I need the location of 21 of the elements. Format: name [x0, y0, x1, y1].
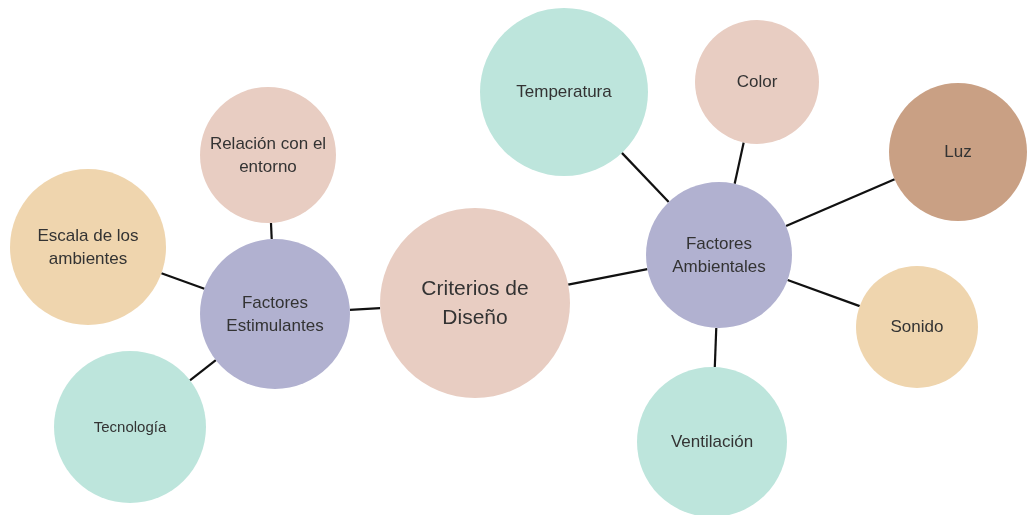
- connector-line: [733, 142, 745, 184]
- topic-label: Tecnología: [93, 416, 167, 437]
- connector-line: [785, 178, 896, 228]
- topic-label: Relación con el entorno: [208, 132, 328, 178]
- topic-label: Escala de los ambientes: [36, 224, 140, 270]
- topic-label: Luz: [944, 141, 972, 164]
- connector-line: [189, 359, 217, 382]
- connector-line: [621, 152, 670, 203]
- connector-line: [787, 278, 861, 308]
- topic-label: Color: [736, 71, 778, 94]
- topic-label: Factores Ambientales: [671, 232, 767, 278]
- topic-label: Sonido: [890, 316, 944, 339]
- connector-line: [349, 307, 381, 311]
- topic-label: Criterios de Diseño: [420, 275, 530, 330]
- connector-line: [713, 327, 718, 368]
- topic-label: Ventilación: [670, 431, 754, 454]
- topic-label: Temperatura: [516, 81, 612, 104]
- connector-line: [269, 222, 273, 240]
- topic-label: Factores Estimulantes: [225, 291, 325, 337]
- connector-line: [568, 268, 648, 286]
- connector-line: [161, 272, 205, 290]
